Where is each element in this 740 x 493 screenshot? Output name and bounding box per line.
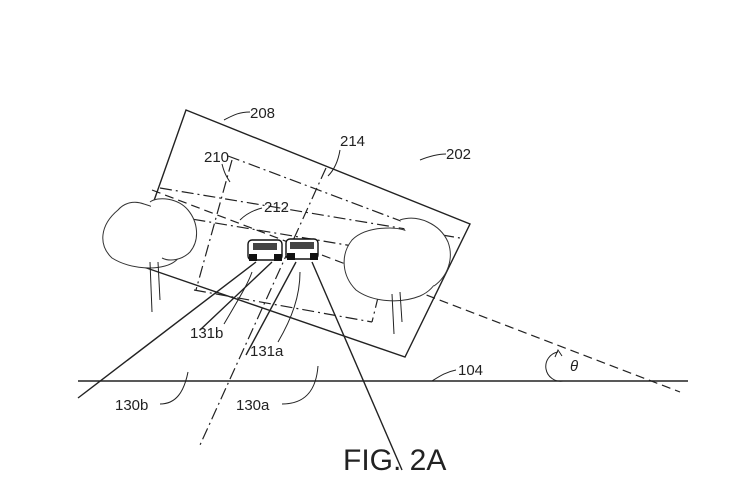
label-131a: 131a xyxy=(250,343,284,360)
frame-guides xyxy=(149,155,461,446)
label-208: 208 xyxy=(250,105,275,122)
label-131b: 131b xyxy=(190,325,223,342)
label-theta: θ xyxy=(570,358,578,375)
label-202: 202 xyxy=(446,146,471,163)
label-212: 212 xyxy=(264,199,289,216)
car-131a-icon xyxy=(285,238,319,260)
tree-right-icon xyxy=(343,217,451,335)
angle-arc xyxy=(545,351,564,382)
figure-caption: FIG. 2A xyxy=(343,444,446,477)
tree-left-icon xyxy=(102,198,197,313)
label-104: 104 xyxy=(458,362,483,379)
label-130b: 130b xyxy=(115,397,148,414)
label-210: 210 xyxy=(204,149,229,166)
leader-lines xyxy=(159,111,457,405)
car-131b-icon xyxy=(247,239,283,261)
label-214: 214 xyxy=(340,133,365,150)
lane-lines xyxy=(77,261,403,471)
label-130a: 130a xyxy=(236,397,270,414)
